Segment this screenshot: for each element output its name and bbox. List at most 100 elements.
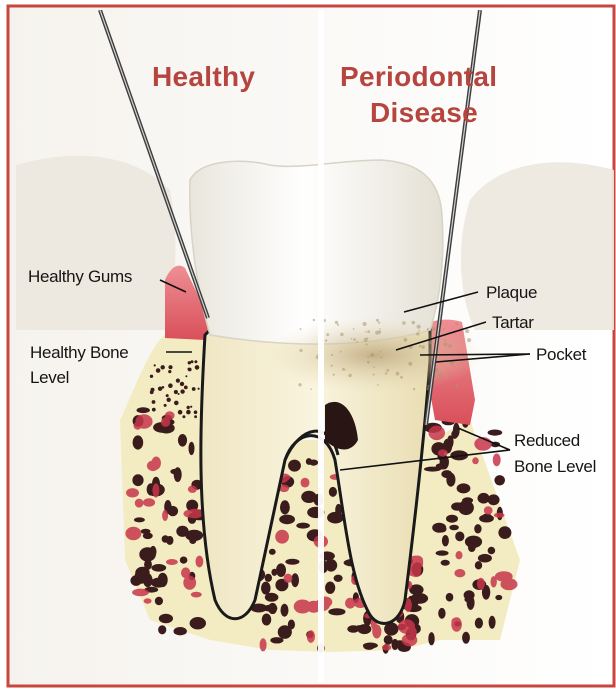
label-healthy-gums: Healthy Gums bbox=[28, 266, 132, 287]
bone-pore bbox=[475, 618, 483, 629]
plaque-dot bbox=[376, 319, 379, 322]
plaque-dot bbox=[460, 363, 462, 365]
plaque-dot bbox=[439, 373, 441, 375]
bone-pore bbox=[357, 624, 371, 634]
center-divider bbox=[318, 10, 324, 682]
plaque-dot bbox=[342, 368, 345, 371]
plaque-dot bbox=[455, 322, 458, 325]
bone-pore bbox=[428, 632, 434, 645]
bone-dot bbox=[166, 394, 169, 397]
bone-pore bbox=[472, 457, 479, 464]
bone-dot bbox=[184, 386, 188, 390]
bone-pore bbox=[493, 454, 501, 467]
bone-pore bbox=[455, 532, 464, 542]
bone-pore bbox=[262, 614, 272, 626]
plaque-dot bbox=[348, 374, 351, 377]
bone-pore bbox=[412, 556, 423, 566]
plaque-dot bbox=[298, 383, 301, 386]
bone-pore bbox=[144, 598, 152, 603]
plaque-dot bbox=[378, 330, 382, 334]
plaque-dot bbox=[429, 341, 433, 345]
bone-pore bbox=[454, 569, 465, 577]
bone-dot bbox=[158, 387, 162, 391]
label-tartar: Tartar bbox=[492, 312, 534, 333]
bone-pore bbox=[438, 608, 445, 619]
bone-pore bbox=[176, 526, 188, 537]
plaque-dot bbox=[452, 365, 454, 367]
bone-dot bbox=[152, 408, 156, 412]
bone-pore bbox=[162, 510, 168, 521]
label-plaque: Plaque bbox=[486, 282, 537, 303]
bone-pore bbox=[125, 527, 141, 540]
bone-dot bbox=[154, 364, 156, 366]
bone-pore bbox=[432, 523, 446, 533]
bone-pore bbox=[478, 554, 492, 563]
bone-pore bbox=[306, 458, 312, 465]
plaque-dot bbox=[367, 361, 370, 364]
plaque-dot bbox=[439, 374, 443, 378]
plaque-dot bbox=[331, 354, 333, 356]
plaque-dot bbox=[373, 366, 375, 368]
bone-pore bbox=[446, 593, 454, 602]
bone-pore bbox=[126, 488, 139, 497]
plaque-dot bbox=[443, 328, 445, 330]
plaque-dot bbox=[340, 351, 342, 353]
plaque-dot bbox=[386, 369, 389, 372]
bone-pore bbox=[269, 549, 276, 555]
bone-pore bbox=[477, 578, 485, 590]
label-reduced-line2: Bone Level bbox=[514, 456, 596, 477]
bone-pore bbox=[484, 506, 493, 514]
plaque-dot bbox=[340, 333, 344, 337]
bone-dot bbox=[152, 400, 156, 404]
plaque-dot bbox=[435, 370, 438, 373]
bone-pore bbox=[467, 596, 475, 610]
bone-dot bbox=[150, 375, 153, 378]
bone-pore bbox=[488, 430, 503, 436]
plaque-dot bbox=[365, 343, 367, 345]
bone-pore bbox=[291, 573, 299, 587]
bone-pore bbox=[296, 523, 310, 529]
bone-pore bbox=[495, 595, 502, 600]
bone-pore bbox=[288, 460, 301, 472]
bone-pore bbox=[372, 625, 381, 639]
bone-pore bbox=[453, 423, 460, 438]
bone-pore bbox=[161, 417, 170, 427]
bone-dot bbox=[194, 415, 197, 418]
bone-pore bbox=[494, 475, 505, 485]
plaque-dot bbox=[365, 331, 367, 333]
bone-dot bbox=[151, 388, 155, 392]
plaque-dot bbox=[380, 351, 382, 353]
bone-pore bbox=[494, 513, 505, 518]
plaque-dot bbox=[300, 328, 302, 330]
plaque-dot bbox=[367, 357, 369, 359]
plaque-dot bbox=[431, 327, 435, 331]
bone-pore bbox=[159, 614, 173, 624]
bone-pore bbox=[474, 524, 481, 533]
bone-pore bbox=[180, 557, 188, 564]
tooth-crown bbox=[190, 160, 443, 344]
plaque-dot bbox=[402, 321, 406, 325]
bone-dot bbox=[188, 368, 192, 372]
bone-dot bbox=[168, 365, 172, 369]
bone-pore bbox=[178, 434, 187, 447]
bone-pore bbox=[451, 617, 462, 631]
healthy-title: Healthy bbox=[152, 62, 255, 92]
bone-pore bbox=[279, 515, 295, 525]
bone-pore bbox=[132, 474, 143, 486]
bone-pore bbox=[134, 422, 142, 430]
bone-pore bbox=[446, 515, 458, 523]
bone-pore bbox=[150, 546, 157, 557]
bone-pore bbox=[189, 537, 196, 544]
bone-pore bbox=[457, 483, 471, 493]
bone-dot bbox=[198, 388, 200, 390]
bone-pore bbox=[137, 407, 150, 413]
bone-dot bbox=[164, 404, 167, 407]
bone-pore bbox=[329, 487, 337, 497]
bone-pore bbox=[196, 556, 204, 568]
plaque-dot bbox=[377, 384, 379, 386]
bone-pore bbox=[307, 630, 315, 643]
label-pocket: Pocket bbox=[536, 344, 586, 365]
plaque-dot bbox=[455, 384, 459, 388]
bone-pore bbox=[170, 469, 180, 475]
